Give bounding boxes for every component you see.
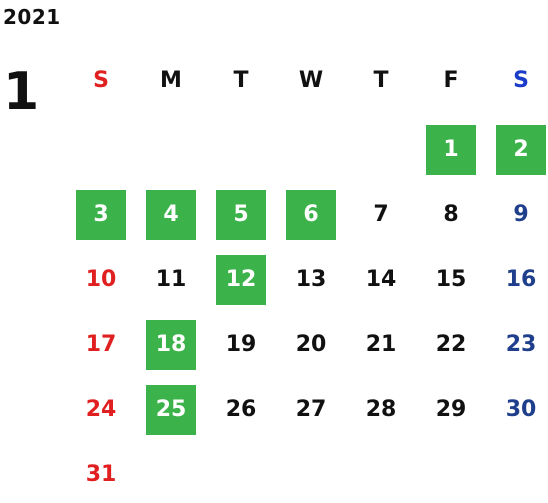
calendar-day-21[interactable]: 21 xyxy=(365,332,397,357)
calendar-day-18[interactable]: 18 xyxy=(146,320,196,370)
calendar-day-8[interactable]: 8 xyxy=(443,202,459,227)
calendar-day-3[interactable]: 3 xyxy=(76,190,126,240)
calendar-day-24[interactable]: 24 xyxy=(85,397,117,422)
calendar-day-2[interactable]: 2 xyxy=(496,125,546,175)
calendar-day-10[interactable]: 10 xyxy=(85,267,117,292)
calendar-day-27[interactable]: 27 xyxy=(295,397,327,422)
calendar-day-23[interactable]: 23 xyxy=(505,332,537,357)
year-label: 2021 xyxy=(3,5,61,29)
weekday-header-1: M xyxy=(160,68,182,93)
calendar-day-6[interactable]: 6 xyxy=(286,190,336,240)
calendar-day-4[interactable]: 4 xyxy=(146,190,196,240)
calendar-day-7[interactable]: 7 xyxy=(373,202,389,227)
calendar-day-9[interactable]: 9 xyxy=(513,202,529,227)
weekday-header-0: S xyxy=(93,68,109,93)
weekday-header-5: F xyxy=(443,68,459,93)
calendar-day-5[interactable]: 5 xyxy=(216,190,266,240)
weekday-header-3: W xyxy=(298,68,324,93)
calendar-day-26[interactable]: 26 xyxy=(225,397,257,422)
weekday-header-6: S xyxy=(513,68,529,93)
weekday-header-4: T xyxy=(373,68,389,93)
month-number: 1 xyxy=(3,62,40,122)
calendar-day-31[interactable]: 31 xyxy=(85,462,117,487)
calendar-day-28[interactable]: 28 xyxy=(365,397,397,422)
calendar-day-12[interactable]: 12 xyxy=(216,255,266,305)
calendar-day-22[interactable]: 22 xyxy=(435,332,467,357)
calendar-day-29[interactable]: 29 xyxy=(435,397,467,422)
calendar-day-11[interactable]: 11 xyxy=(155,267,187,292)
calendar-day-15[interactable]: 15 xyxy=(435,267,467,292)
calendar-day-13[interactable]: 13 xyxy=(295,267,327,292)
calendar-day-16[interactable]: 16 xyxy=(505,267,537,292)
weekday-header-2: T xyxy=(233,68,249,93)
calendar-day-1[interactable]: 1 xyxy=(426,125,476,175)
calendar-day-17[interactable]: 17 xyxy=(85,332,117,357)
calendar-day-19[interactable]: 19 xyxy=(225,332,257,357)
calendar-day-20[interactable]: 20 xyxy=(295,332,327,357)
calendar-day-14[interactable]: 14 xyxy=(365,267,397,292)
calendar-day-25[interactable]: 25 xyxy=(146,385,196,435)
calendar-day-30[interactable]: 30 xyxy=(505,397,537,422)
